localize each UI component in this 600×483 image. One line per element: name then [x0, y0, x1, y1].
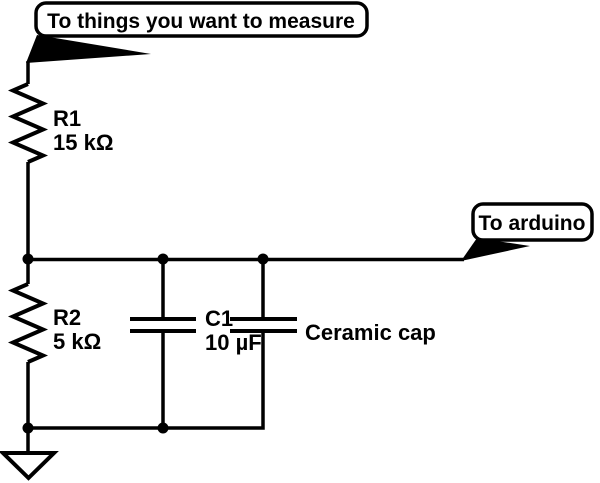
r1-value: 15 kΩ [53, 130, 113, 155]
ceramic-cap-note: Ceramic cap [305, 320, 436, 345]
junction-dot [257, 253, 269, 265]
r2-label: R2 [53, 305, 81, 330]
callout-measure: To things you want to measure [26, 1, 369, 63]
junction-dot [157, 422, 169, 434]
capacitor-c1: C1 10 µF [130, 306, 262, 355]
capacitor-ceramic-symbol [230, 317, 297, 333]
junction-dots [22, 253, 269, 434]
junction-dot [22, 422, 34, 434]
resistor-r2: R2 5 kΩ [7, 282, 101, 364]
callout-arduino-pointer-icon [461, 238, 530, 261]
callout-measure-pointer-icon [26, 35, 151, 63]
callout-arduino-label: To arduino [479, 212, 586, 235]
resistor-r1-symbol [7, 82, 49, 164]
callout-arduino-box [471, 202, 594, 242]
callout-measure-label: To things you want to measure [47, 10, 355, 33]
callout-measure-box [34, 1, 369, 38]
wire-bottom-horizontal [28, 331, 265, 430]
callout-arduino: To arduino [461, 202, 594, 261]
c1-value: 10 µF [205, 330, 262, 355]
capacitor-c1-symbol [130, 317, 196, 333]
resistor-r2-symbol [7, 282, 49, 364]
c1-label: C1 [205, 306, 233, 331]
junction-dot [157, 253, 169, 265]
wires [26, 61, 464, 452]
ground-symbol [0, 451, 59, 481]
capacitor-ceramic: Ceramic cap [230, 317, 436, 345]
r1-label: R1 [53, 106, 81, 131]
resistor-r1: R1 15 kΩ [7, 82, 113, 164]
r2-value: 5 kΩ [53, 329, 101, 354]
junction-dot [22, 253, 34, 265]
